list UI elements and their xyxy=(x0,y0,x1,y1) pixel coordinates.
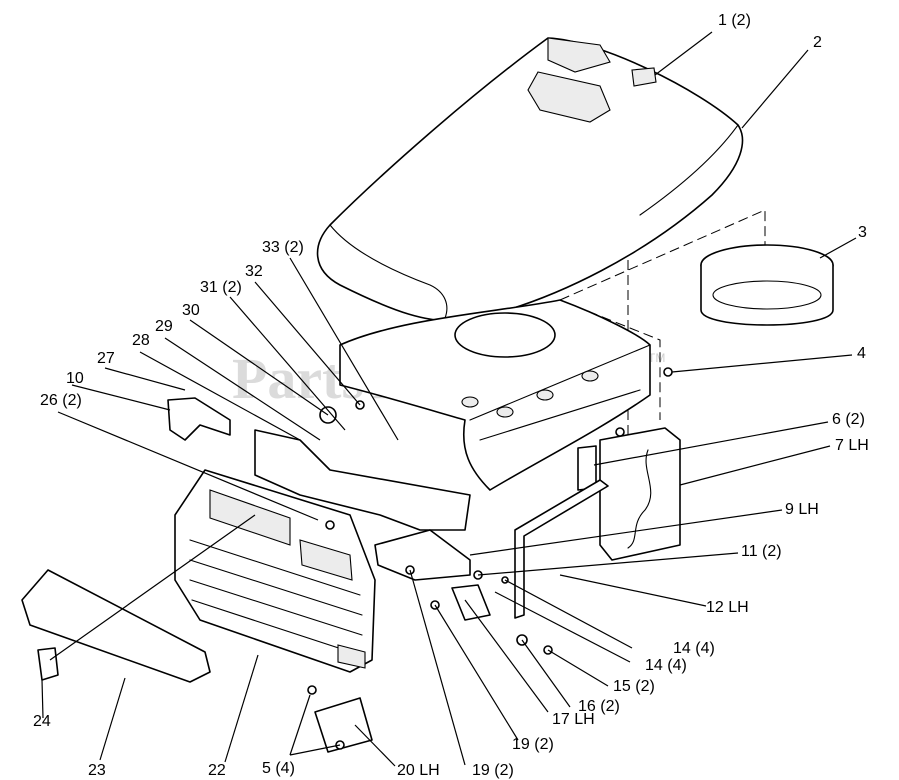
emblem-part[interactable] xyxy=(37,647,59,681)
callout-9: 9 LH xyxy=(785,501,819,518)
callout-6: 6 (2) xyxy=(832,411,865,428)
callout-12: 12 LH xyxy=(706,599,749,616)
callout-23: 23 xyxy=(88,762,106,779)
callout-28: 28 xyxy=(132,332,150,349)
callout-22: 22 xyxy=(208,762,226,779)
watermark-trademark: TM xyxy=(648,351,665,365)
callout-26: 26 (2) xyxy=(40,392,82,409)
callout-29: 29 xyxy=(155,318,173,335)
hardware-fasteners xyxy=(307,367,673,750)
callout-4: 4 xyxy=(857,345,866,362)
callout-30: 30 xyxy=(182,302,200,319)
callout-19b: 19 (2) xyxy=(472,762,514,779)
callout-20: 20 LH xyxy=(397,762,440,779)
nose-bracket-part[interactable] xyxy=(254,429,471,531)
callout-1: 1 (2) xyxy=(718,12,751,29)
bracket-10-part[interactable] xyxy=(167,397,231,441)
callout-3: 3 xyxy=(858,224,867,241)
callout-16: 16 (2) xyxy=(578,698,620,715)
side-frame-lh-part[interactable] xyxy=(514,479,609,619)
grille-part[interactable] xyxy=(174,469,376,673)
callout-5: 5 (4) xyxy=(262,760,295,777)
callout-2: 2 xyxy=(813,34,822,51)
callout-17: 17 LH xyxy=(552,711,595,728)
leader-lines xyxy=(41,31,857,767)
callout-7: 7 LH xyxy=(835,437,869,454)
callout-31: 31 (2) xyxy=(200,279,242,296)
callout-14b: 14 (4) xyxy=(645,657,687,674)
callout-27: 27 xyxy=(97,350,115,367)
callout-24: 24 xyxy=(33,713,51,730)
callout-10: 10 xyxy=(66,370,84,387)
bumper-part[interactable] xyxy=(21,569,211,683)
plate-20-part[interactable] xyxy=(314,697,373,753)
dash-panel-part[interactable] xyxy=(339,299,651,491)
callout-labels: 1 (2) 2 3 4 5 (4) 6 (2) 7 LH 9 LH 10 11 … xyxy=(33,12,869,779)
callout-15: 15 (2) xyxy=(613,678,655,695)
callout-33: 33 (2) xyxy=(262,239,304,256)
callout-19a: 19 (2) xyxy=(512,736,554,753)
bracket-17-part[interactable] xyxy=(451,584,491,621)
air-intake-ring-part[interactable] xyxy=(700,244,834,326)
hood-part[interactable] xyxy=(316,37,744,323)
side-panel-lh-part[interactable] xyxy=(599,427,681,561)
bracket-9-part[interactable] xyxy=(374,529,471,581)
callout-11: 11 (2) xyxy=(741,543,782,560)
callout-14a: 14 (4) xyxy=(673,640,715,657)
callout-32: 32 xyxy=(245,263,263,280)
